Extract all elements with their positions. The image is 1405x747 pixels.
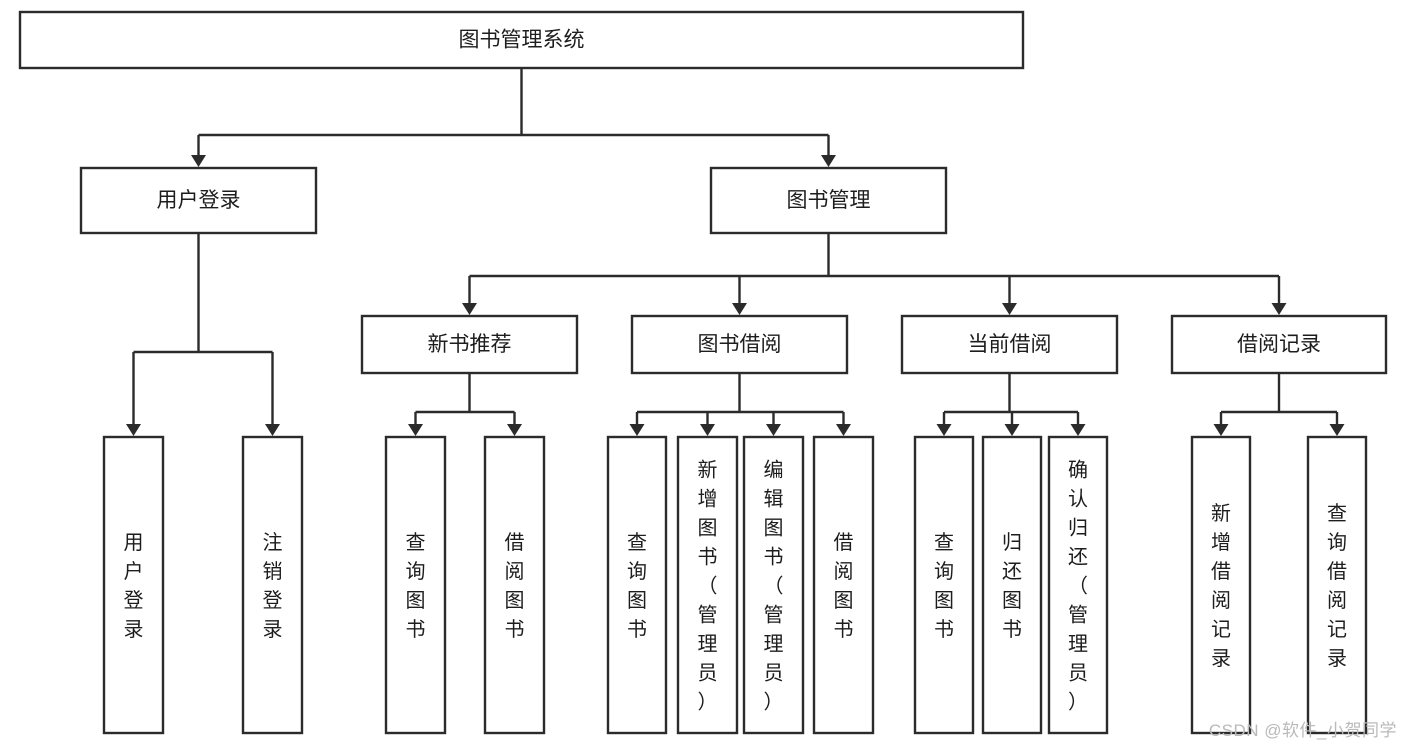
node-book-borrow-rect[interactable] — [630, 314, 849, 375]
leaf-leaf-query-book-1-label: 查询图书 — [406, 531, 426, 641]
node-user-login[interactable]: 用户登录 — [79, 166, 318, 235]
leaf-leaf-edit-book[interactable]: 编辑图书（管理员） — [742, 435, 805, 735]
node-user-login-rect[interactable] — [79, 166, 318, 235]
leaf-leaf-user-login-rect[interactable] — [102, 435, 165, 735]
leaf-leaf-add-book-rect[interactable] — [676, 435, 739, 735]
leaf-leaf-edit-book-label: 编辑图书（管理员） — [764, 459, 784, 714]
edge-current-borrow-leaves-arrow-2 — [1070, 424, 1086, 436]
edge-book-borrow-leaves-arrow-2 — [766, 424, 781, 436]
leaf-leaf-borrow-book-1[interactable]: 借阅图书 — [483, 435, 546, 735]
leaf-leaf-query-book-3-label: 查询图书 — [934, 531, 954, 641]
leaf-leaf-user-login[interactable]: 用户登录 — [102, 435, 165, 735]
edge-user-login-leaves-arrow-0 — [126, 424, 141, 436]
edge-borrow-record-leaves-arrow-0 — [1213, 424, 1229, 436]
edge-root-arrow-0 — [191, 155, 206, 167]
node-new-book-recommend-label: 新书推荐 — [428, 333, 512, 356]
leaf-leaf-confirm-return-label: 确认归还（管理员） — [1068, 459, 1088, 714]
edge-book-manage-arrow-1 — [732, 303, 747, 315]
root-node-label: 图书管理系统 — [459, 29, 585, 52]
leaf-leaf-return-book-label: 归还图书 — [1002, 531, 1022, 641]
leaf-leaf-query-book-3-rect[interactable] — [913, 435, 975, 735]
leaf-leaf-user-logout[interactable]: 注销登录 — [241, 435, 304, 735]
leaf-leaf-query-book-1-rect[interactable] — [384, 435, 447, 735]
edge-borrow-record-leaves-arrow-1 — [1329, 424, 1345, 436]
node-new-book-recommend[interactable]: 新书推荐 — [360, 314, 579, 375]
edge-book-borrow-leaves-arrow-3 — [836, 424, 851, 436]
edges-layer — [126, 68, 1345, 436]
edge-user-login-leaves — [126, 233, 280, 436]
leaf-leaf-confirm-return[interactable]: 确认归还（管理员） — [1047, 435, 1109, 735]
root-node[interactable]: 图书管理系统 — [18, 10, 1025, 70]
leaf-leaf-user-logout-label: 注销登录 — [263, 531, 283, 641]
leaf-leaf-query-book-1[interactable]: 查询图书 — [384, 435, 447, 735]
edge-book-borrow-leaves-arrow-0 — [629, 424, 645, 436]
edge-book-manage-arrow-2 — [1002, 303, 1017, 315]
leaf-leaf-query-book-2[interactable]: 查询图书 — [606, 435, 668, 735]
leaf-leaf-confirm-return-rect[interactable] — [1047, 435, 1109, 735]
edge-book-borrow-leaves — [629, 373, 851, 436]
leaf-leaf-user-logout-rect[interactable] — [241, 435, 304, 735]
node-current-borrow[interactable]: 当前借阅 — [900, 314, 1119, 375]
node-new-book-recommend-rect[interactable] — [360, 314, 579, 375]
node-user-login-label: 用户登录 — [157, 189, 241, 212]
leaf-leaf-borrow-book-1-rect[interactable] — [483, 435, 546, 735]
node-current-borrow-label: 当前借阅 — [968, 333, 1052, 356]
leaf-leaf-edit-book-rect[interactable] — [742, 435, 805, 735]
leaf-leaf-query-book-3[interactable]: 查询图书 — [913, 435, 975, 735]
leaf-leaf-return-book[interactable]: 归还图书 — [981, 435, 1043, 735]
leaf-leaf-borrow-book-1-label: 借阅图书 — [505, 531, 525, 641]
edge-root-arrow-1 — [821, 155, 836, 167]
leaf-leaf-add-record-rect[interactable] — [1190, 435, 1252, 735]
edge-book-manage-arrow-0 — [462, 303, 477, 315]
leaf-leaf-query-record[interactable]: 查询借阅记录 — [1306, 435, 1368, 735]
edge-new-book-recommend-leaves-arrow-1 — [507, 424, 522, 436]
root-node-rect[interactable] — [18, 10, 1025, 70]
leaf-leaf-add-record[interactable]: 新增借阅记录 — [1190, 435, 1252, 735]
edge-current-borrow-leaves-arrow-0 — [936, 424, 952, 436]
leaf-leaf-add-book-label: 新增图书（管理员） — [698, 459, 718, 714]
leaf-leaf-borrow-book-2-rect[interactable] — [812, 435, 875, 735]
node-borrow-record[interactable]: 借阅记录 — [1170, 314, 1388, 375]
edge-current-borrow-leaves-arrow-1 — [1004, 424, 1020, 436]
node-borrow-record-label: 借阅记录 — [1237, 333, 1321, 356]
leaf-leaf-user-login-label: 用户登录 — [124, 532, 144, 641]
watermark-text: CSDN @软件_小贺同学 — [1208, 721, 1397, 740]
leaf-leaf-query-record-rect[interactable] — [1306, 435, 1368, 735]
edge-new-book-recommend-leaves-arrow-0 — [408, 424, 423, 436]
node-book-borrow-label: 图书借阅 — [698, 333, 782, 356]
edge-new-book-recommend-leaves — [408, 373, 522, 436]
node-borrow-record-rect[interactable] — [1170, 314, 1388, 375]
node-book-borrow[interactable]: 图书借阅 — [630, 314, 849, 375]
edge-book-manage-arrow-3 — [1271, 303, 1287, 315]
node-book-manage-label: 图书管理 — [787, 189, 871, 212]
node-book-manage-rect[interactable] — [709, 166, 948, 235]
edge-book-borrow-leaves-arrow-1 — [700, 424, 715, 436]
edge-root — [191, 68, 836, 167]
leaf-leaf-return-book-rect[interactable] — [981, 435, 1043, 735]
node-current-borrow-rect[interactable] — [900, 314, 1119, 375]
node-book-manage[interactable]: 图书管理 — [709, 166, 948, 235]
leaf-leaf-query-book-2-label: 查询图书 — [627, 531, 647, 641]
edge-book-manage — [462, 233, 1287, 315]
leaf-leaf-borrow-book-2-label: 借阅图书 — [834, 531, 854, 641]
edge-borrow-record-leaves — [1213, 373, 1345, 436]
edge-current-borrow-leaves — [936, 373, 1086, 436]
leaf-leaf-query-record-label: 查询借阅记录 — [1327, 502, 1347, 670]
leaf-leaf-add-book[interactable]: 新增图书（管理员） — [676, 435, 739, 735]
leaf-leaf-borrow-book-2[interactable]: 借阅图书 — [812, 435, 875, 735]
edge-user-login-leaves-arrow-1 — [265, 424, 280, 436]
nodes-layer: 图书管理系统用户登录图书管理新书推荐图书借阅当前借阅借阅记录用户登录注销登录查询… — [18, 10, 1388, 735]
leaf-leaf-query-book-2-rect[interactable] — [606, 435, 668, 735]
leaf-leaf-add-record-label: 新增借阅记录 — [1211, 502, 1231, 670]
